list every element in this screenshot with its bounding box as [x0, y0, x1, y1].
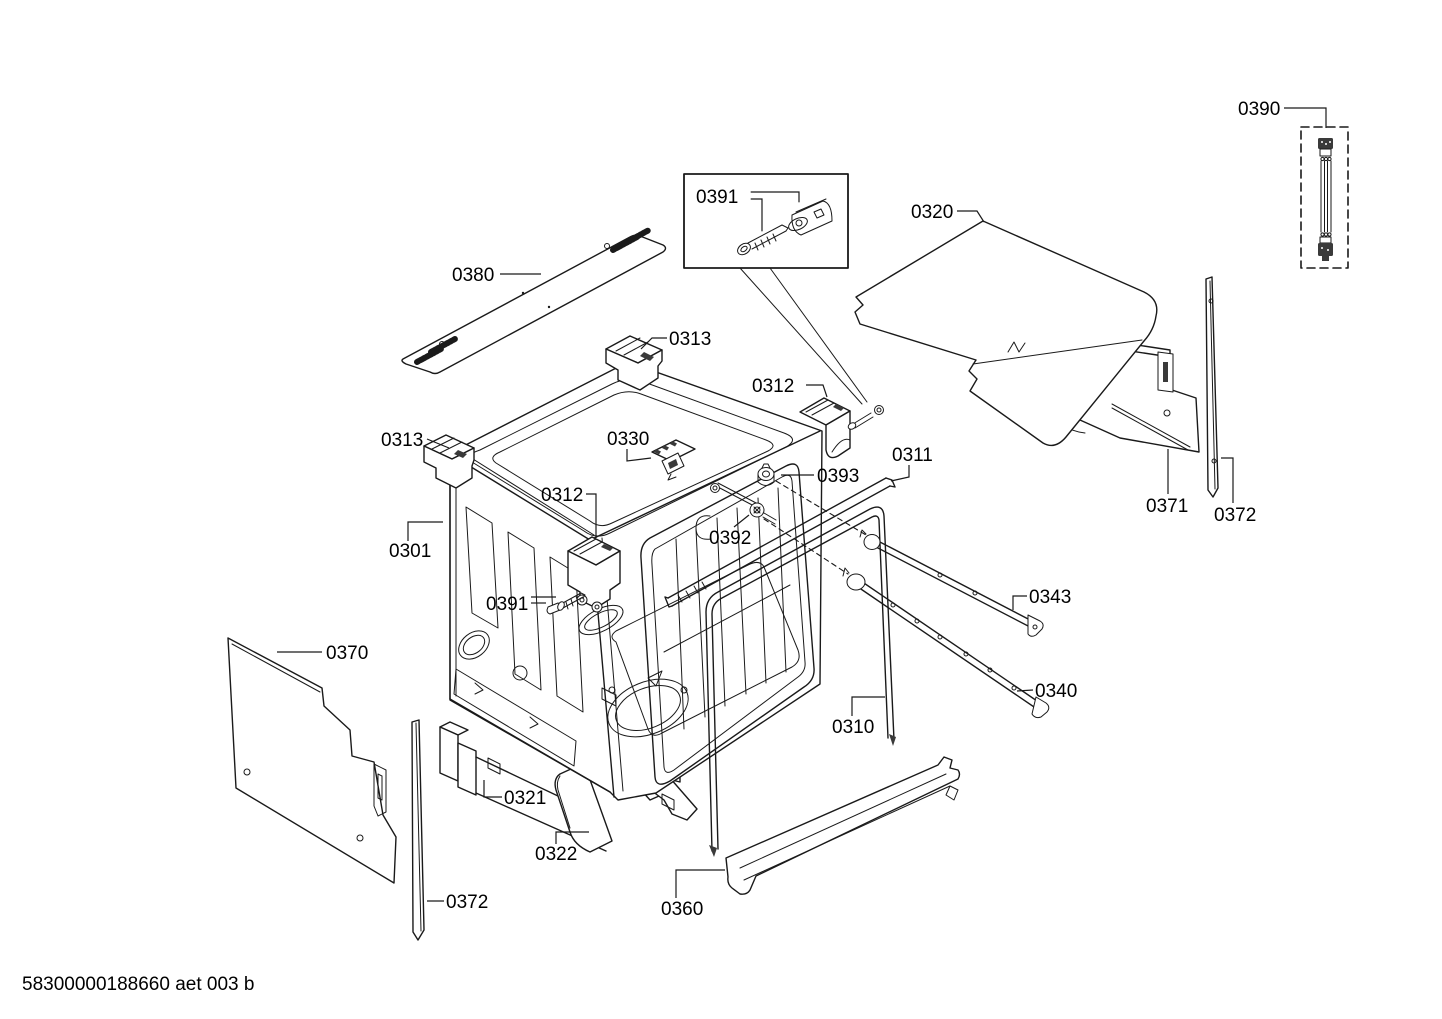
- dowel-icon: [788, 198, 833, 236]
- side-recess-panel: [507, 531, 542, 691]
- leader-line-0321-20: [483, 780, 502, 798]
- part-0372-left-strip: [411, 719, 425, 941]
- leader-line-0312-12: [586, 493, 597, 538]
- rail-alignment-dashes: [763, 480, 867, 575]
- leader-line-0372-8: [1221, 457, 1234, 503]
- leader-line-0310-18: [851, 696, 885, 716]
- part-0310-door-gasket: [705, 506, 896, 857]
- part-label-0391: 0391: [696, 187, 738, 208]
- side-recess-panel: [465, 506, 499, 629]
- side-oval-hole: [458, 630, 490, 660]
- leader-line-0391-2: [751, 191, 800, 202]
- part-label-0322: 0322: [535, 844, 577, 865]
- part-label-0330: 0330: [607, 429, 649, 450]
- sump-opening: [607, 678, 689, 738]
- part-label-0312: 0312: [752, 376, 794, 397]
- detail-box-outline: [683, 173, 849, 269]
- part-label-0310: 0310: [832, 717, 874, 738]
- part-0343-rail: [859, 529, 1044, 637]
- part-label-0313: 0313: [381, 430, 423, 451]
- part-label-0372: 0372: [1214, 505, 1256, 526]
- part-label-0390: 0390: [1238, 99, 1280, 120]
- leader-line-0330-10: [626, 449, 652, 462]
- corner-screw-icon: [847, 405, 884, 430]
- part-label-0311: 0311: [892, 445, 933, 466]
- part-0391-detail-box: [683, 173, 884, 430]
- leader-line-0392-13: [733, 514, 750, 528]
- part-0392-inlet-bracket: [695, 482, 777, 540]
- leader-line-0390-0: [1284, 107, 1327, 128]
- part-label-0301: 0301: [389, 541, 431, 562]
- part-0340-rail: [842, 567, 1050, 719]
- part-label-0371: 0371: [1146, 496, 1188, 517]
- part-label-0392: 0392: [709, 528, 751, 549]
- part-0372-right-strip: [1205, 276, 1219, 498]
- part-0393-grommet: [757, 463, 775, 486]
- part-label-0360: 0360: [661, 899, 703, 920]
- part-0301-tub: [449, 361, 823, 801]
- part-0330-clip: [651, 439, 696, 481]
- part-0360-bottom-rail: [725, 756, 961, 895]
- part-label-0320: 0320: [911, 202, 953, 223]
- leader-line-0322-21: [555, 831, 589, 844]
- part-label-0340: 0340: [1035, 681, 1077, 702]
- part-0311-top-strip: [664, 477, 896, 608]
- part-label-0393: 0393: [817, 466, 859, 487]
- part-label-0391: 0391: [486, 594, 528, 615]
- part-label-0313: 0313: [669, 329, 711, 350]
- part-0313-left-bracket: [423, 434, 475, 489]
- leader-line-0340-17: [1016, 689, 1034, 692]
- leader-line-0391-2: [751, 198, 763, 231]
- part-0380-top-strip: [401, 227, 667, 375]
- label-layer: 0390 0380 0391 0320 0313 0312 0311 0371 0372 0313…: [277, 99, 1327, 920]
- leader-line-0343-16: [1012, 595, 1027, 610]
- leader-line-0313-4: [640, 337, 667, 350]
- part-0390-hose-kit: [1300, 126, 1349, 269]
- part-0391-lower-screw: [546, 592, 586, 615]
- tub-interior-ribs: [663, 487, 791, 730]
- part-label-0343: 0343: [1029, 587, 1071, 608]
- leader-line-0320-3: [957, 210, 985, 223]
- part-label-0372: 0372: [446, 892, 488, 913]
- part-label-0312: 0312: [541, 485, 583, 506]
- part-label-0321: 0321: [504, 788, 546, 809]
- hose-hook: [695, 515, 712, 540]
- part-0320-insulation-blanket: [854, 220, 1158, 447]
- document-code: 58300000188660 aet 003 b: [22, 974, 255, 995]
- part-label-0370: 0370: [326, 643, 368, 664]
- leader-line-0311-6: [890, 465, 910, 482]
- screw-icon: [737, 224, 789, 256]
- part-0313-top-bracket: [605, 335, 663, 391]
- leader-line-0301-11: [407, 521, 443, 541]
- leader-line-0360-22: [675, 869, 725, 898]
- part-label-0380: 0380: [452, 265, 494, 286]
- leader-line-0313-9: [426, 438, 450, 449]
- part-0312-lower-bracket: [567, 536, 621, 613]
- part-0312-upper-bracket: [799, 397, 851, 459]
- leader-line-0312-5: [806, 384, 828, 398]
- part-0370-left-panel: [227, 637, 397, 884]
